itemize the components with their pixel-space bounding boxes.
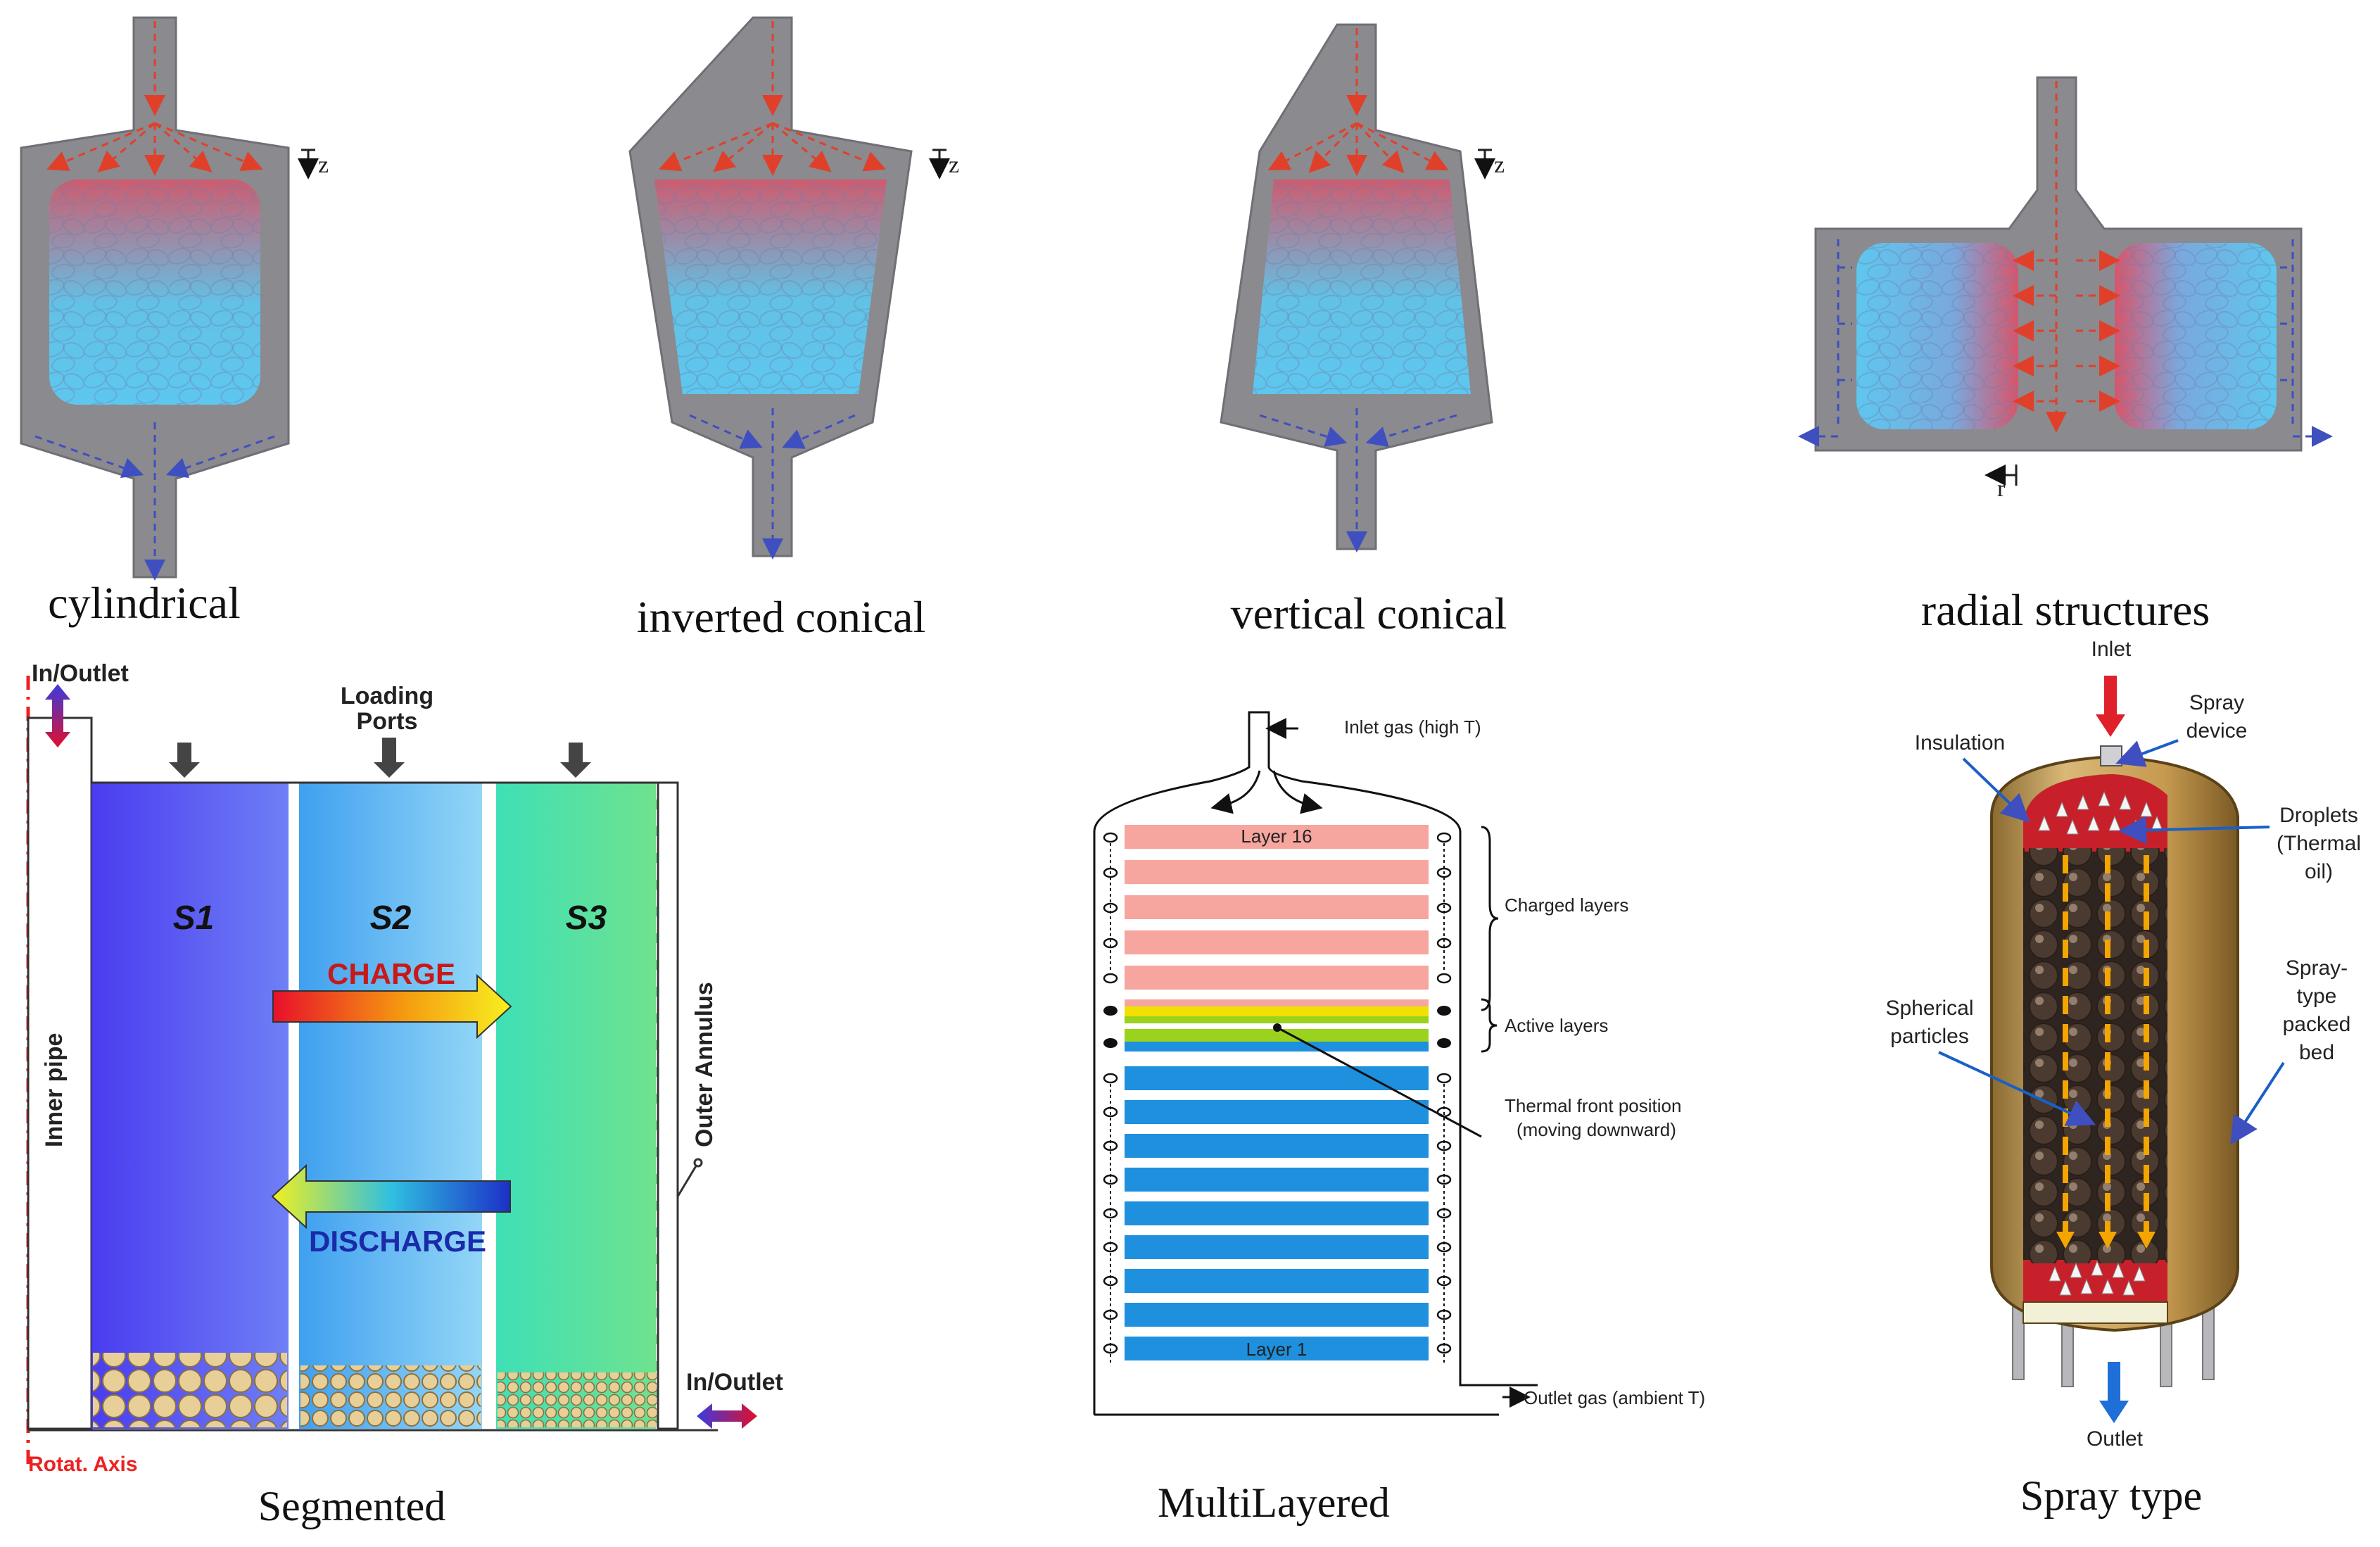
droplets-label-3: oil) — [2305, 860, 2333, 883]
outer-annulus-label: Outer Annulus — [691, 982, 718, 1147]
active-layers — [1125, 999, 1429, 1052]
charged-layers-label: Charged layers — [1505, 895, 1628, 916]
caption-segmented: Segmented — [258, 1483, 446, 1529]
r-axis-label: r — [1997, 476, 2006, 502]
outlet-label: Outlet — [2087, 1427, 2144, 1451]
particles-medium — [300, 1365, 481, 1427]
loading-port-arrows — [169, 738, 591, 778]
rotation-axis-label: Rotat. Axis — [28, 1453, 138, 1476]
discharged-layers — [1125, 1066, 1429, 1360]
spray-bed-label-1: Spray- — [2286, 956, 2348, 980]
z-axis-label-2: z — [949, 152, 959, 178]
inner-pipe — [27, 716, 93, 1430]
layer-16-label: Layer 16 — [1241, 826, 1312, 847]
caption-radial: radial structures — [1921, 585, 2210, 635]
spray-device-label-1: Spray — [2189, 691, 2244, 714]
caption-cylindrical: cylindrical — [48, 578, 241, 628]
spherical-particles-label-2: particles — [1890, 1025, 1969, 1048]
s1-label: S1 — [173, 899, 215, 937]
particles-small — [498, 1372, 657, 1427]
spherical-particles-label-1: Spherical — [1885, 997, 1973, 1020]
inner-pipe-label: Inner pipe — [41, 1033, 68, 1147]
multilayered-diagram: Inlet gas (high T) Outlet gas (ambient T… — [1093, 711, 1705, 1416]
droplets-label-2: (Thermal — [2277, 832, 2361, 855]
cylindrical-vessel: z — [20, 16, 329, 581]
particles-large — [93, 1353, 287, 1427]
caption-vertical-conical: vertical conical — [1231, 588, 1507, 638]
loading-ports-label-1: Loading — [341, 683, 433, 709]
caption-multilayered: MultiLayered — [1158, 1479, 1390, 1526]
bottom-in-outlet-label: In/Outlet — [686, 1369, 783, 1396]
charged-layers — [1125, 825, 1429, 990]
segment-s1 — [91, 783, 289, 1429]
caption-inverted-conical: inverted conical — [637, 592, 925, 642]
top-in-outlet-label: In/Outlet — [32, 660, 129, 687]
spray-bed-label-2: type — [2297, 985, 2337, 1008]
thermal-front-label-1: Thermal front position — [1505, 1095, 1681, 1116]
top-in-outlet-arrow — [45, 684, 70, 747]
outlet-arrow — [2099, 1362, 2129, 1423]
outlet-gas-label: Outlet gas (ambient T) — [1524, 1387, 1705, 1408]
spray-device-label-2: device — [2186, 719, 2248, 743]
z-axis-label: z — [318, 152, 329, 178]
inlet-gas-label: Inlet gas (high T) — [1344, 716, 1481, 738]
radial-vessel: r — [1798, 76, 2333, 502]
spray-bed-label-3: packed — [2283, 1013, 2351, 1036]
s2-label: S2 — [370, 899, 412, 937]
vertical-conical-vessel: z — [1220, 23, 1505, 552]
insulation-label: Insulation — [1915, 731, 2005, 754]
discharge-arrow — [271, 1163, 511, 1230]
loading-ports-label-2: Ports — [357, 708, 418, 735]
segment-s2 — [299, 783, 482, 1429]
charge-arrow — [272, 973, 512, 1040]
discharge-label: DISCHARGE — [309, 1225, 486, 1258]
s3-label: S3 — [566, 899, 607, 937]
charge-label: CHARGE — [327, 957, 455, 990]
caption-spray: Spray type — [2020, 1472, 2202, 1519]
droplets-label-1: Droplets — [2279, 804, 2358, 827]
thermal-front-label-2: (moving downward) — [1517, 1119, 1676, 1140]
segmented-diagram: In/Outlet Loading Ports S1 S2 S3 CHARGE … — [26, 660, 783, 1476]
active-layers-label: Active layers — [1505, 1015, 1608, 1036]
outer-annulus — [657, 781, 679, 1430]
bottom-in-outlet-arrow — [697, 1403, 757, 1429]
inlet-label: Inlet — [2091, 638, 2132, 661]
layer-1-label: Layer 1 — [1246, 1339, 1308, 1360]
spray-tank-diagram: Inlet Outlet Insulation Spray device Dro… — [1885, 638, 2361, 1451]
spray-bed-label-4: bed — [2299, 1041, 2334, 1064]
inverted-conical-vessel: z — [628, 16, 959, 560]
segment-s3 — [496, 783, 658, 1429]
inlet-arrow — [2096, 676, 2125, 737]
z-axis-label-3: z — [1494, 152, 1505, 178]
